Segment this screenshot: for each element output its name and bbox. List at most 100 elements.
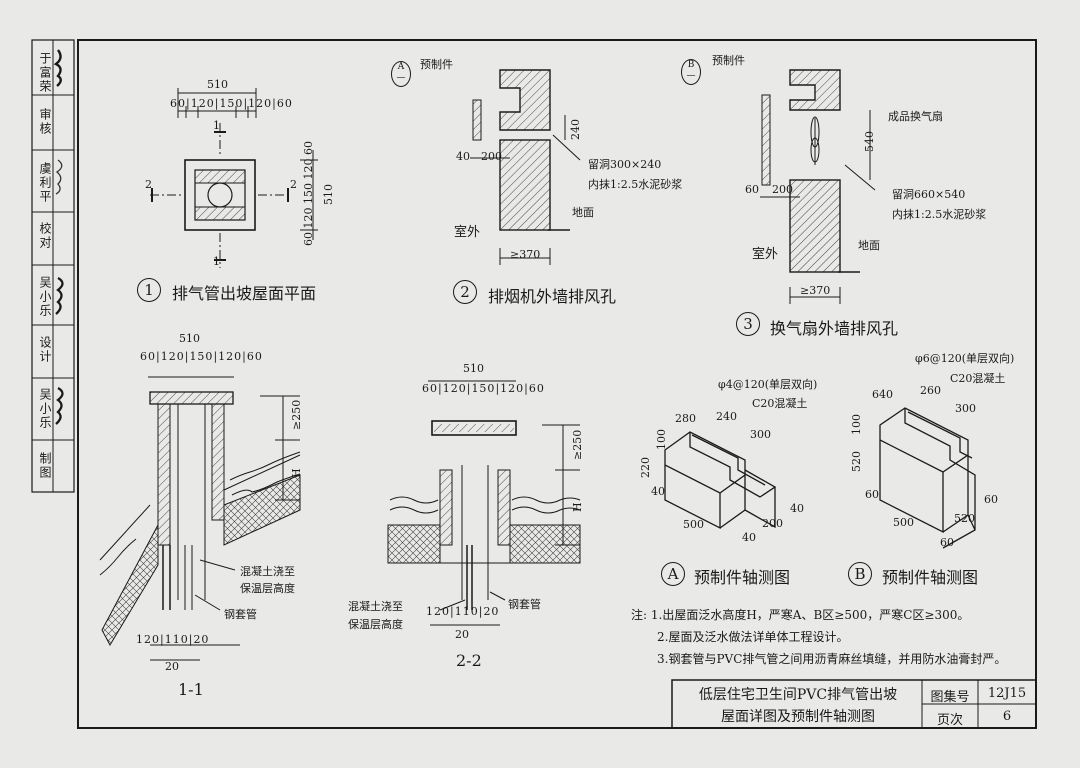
s11-dims: 60|120|150|120|60: [140, 350, 263, 363]
axoB-dim-60b: 60: [984, 493, 998, 506]
frame-border: [77, 39, 1037, 729]
axoB-title: 预制件轴测图: [882, 568, 979, 587]
axoA-dim-500: 500: [683, 518, 704, 531]
s11-bottom-20: 20: [165, 660, 179, 673]
d3-prefab: 预制件: [712, 54, 745, 67]
d2-prefab: 预制件: [420, 58, 453, 71]
sidebar-label-check: 校对: [38, 222, 52, 250]
d1-title: 排气管出坡屋面平面: [172, 284, 317, 303]
d3-plaster: 内抹1:2.5水泥砂浆: [892, 208, 987, 221]
d2-ground: 地面: [572, 206, 594, 219]
s22-bottom-dims: 120|110|20: [426, 605, 500, 618]
d2-title: 排烟机外墙排风孔: [488, 287, 617, 306]
axoB-dim-640: 640: [872, 388, 893, 401]
d2-plaster: 内抹1:2.5水泥砂浆: [588, 178, 683, 191]
title-line-2: 屋面详图及预制件轴测图: [721, 709, 875, 725]
s11-steel: 钢套管: [224, 608, 257, 621]
d3-title: 换气扇外墙排风孔: [770, 319, 899, 338]
atlas-label: 图集号: [930, 690, 970, 705]
d2-wall: ≥370: [510, 248, 541, 261]
axoA-dim-40a: 40: [651, 485, 665, 498]
d1-dim-total-vertical: 510: [322, 184, 335, 205]
axoA-title: 预制件轴测图: [694, 568, 791, 587]
sidebar-name-4: 吴小乐: [38, 388, 52, 430]
d3-dim-60: 60: [745, 183, 759, 196]
axoA-dim-40b: 40: [790, 502, 804, 515]
d3-outside: 室外: [752, 247, 779, 262]
d2-outside: 室外: [454, 225, 481, 240]
notes-block: 注: 1.出屋面泛水高度H，严寒A、B区≥500，严寒C区≥300。 2.屋面及…: [631, 604, 1006, 670]
s11-dim-total: 510: [179, 332, 200, 345]
s22-dim-total: 510: [463, 362, 484, 375]
d3-dim-540: 540: [863, 131, 876, 152]
s11-bottom-dims: 120|110|20: [136, 633, 210, 646]
sidebar-label-design: 设计: [38, 336, 52, 364]
s11-insul: 保温层高度: [240, 582, 295, 595]
axoB-concrete: C20混凝土: [950, 372, 1006, 385]
axonometric-A: [664, 431, 777, 530]
axoB-dim-100: 100: [850, 414, 863, 435]
section-2-2: [387, 380, 581, 626]
axoB-dim-60a: 60: [865, 488, 879, 501]
s11-concrete: 混凝土浇至: [240, 565, 295, 578]
page-label: 页次: [936, 713, 963, 728]
d2-dim-40: 40: [456, 150, 470, 163]
s22-h250: ≥250: [571, 429, 584, 460]
sidebar-name-3: 吴小乐: [38, 276, 52, 318]
d1-dims-vertical: 60 120 150 120 60: [302, 141, 315, 246]
d1-dims: 60|120|150|120|60: [170, 97, 293, 110]
axoA-dim-100: 100: [655, 429, 668, 450]
axoB-dim-60c: 60: [940, 536, 954, 549]
note-2: 2.屋面及泛水做法详单体工程设计。: [657, 630, 849, 644]
sidebar-name-2: 虞利平: [38, 162, 52, 204]
axoA-concrete: C20混凝土: [752, 397, 808, 410]
sidebar-name-1: 于富荣: [38, 52, 52, 94]
s11-h250: ≥250: [290, 399, 303, 430]
fan-icon: [810, 116, 820, 165]
d3-ground: 地面: [858, 239, 880, 252]
d1-dim-total: 510: [207, 78, 228, 91]
d2-ref: A—: [391, 61, 411, 87]
d2-number: 2: [453, 280, 477, 304]
d1-mark-left: 2: [145, 178, 152, 191]
d2-dim-240: 240: [569, 119, 582, 140]
d2-dim-200: 200: [481, 150, 502, 163]
title-line-1: 低层住宅卫生间PVC排气管出坡: [698, 687, 898, 703]
axonometric-B: [879, 407, 976, 549]
axoA-number: A: [661, 562, 685, 586]
atlas-number: 12J15: [987, 686, 1027, 701]
s22-title: 2-2: [456, 651, 482, 670]
axoB-dim-300: 300: [955, 402, 976, 415]
s22-h: H: [571, 502, 584, 512]
d2-hole: 留洞300×240: [588, 158, 662, 171]
axoA-dim-300: 300: [750, 428, 771, 441]
d1-mark-right: 2: [290, 178, 297, 191]
axoB-dim-500: 500: [893, 516, 914, 529]
d3-fan: 成品换气扇: [888, 110, 943, 123]
axoA-rebar: φ4@120(单层双向): [718, 378, 818, 391]
sidebar-label-review: 审核: [38, 108, 52, 136]
axoA-dim-220: 220: [639, 457, 652, 478]
d3-ref: B—: [681, 59, 701, 85]
s22-concrete: 混凝土浇至: [348, 600, 403, 613]
d1-mark-bottom: 1: [213, 255, 220, 268]
page-number: 6: [1002, 709, 1012, 724]
axoA-dim-200: 200: [762, 517, 783, 530]
d3-hole: 留洞660×540: [892, 188, 966, 201]
d1-number: 1: [137, 278, 161, 302]
s22-bottom-20: 20: [455, 628, 469, 641]
detail1-plan: [150, 88, 318, 268]
s22-steel: 钢套管: [508, 598, 541, 611]
axoB-number: B: [848, 562, 872, 586]
d1-mark-top: 1: [213, 119, 220, 132]
section-1-1: [99, 376, 301, 661]
s11-title: 1-1: [178, 680, 204, 699]
title-block: [671, 679, 1037, 729]
axoA-dim-280: 280: [675, 412, 696, 425]
d3-wall: ≥370: [800, 284, 831, 297]
axoB-rebar: φ6@120(单层双向): [915, 352, 1015, 365]
axoA-dim-240: 240: [716, 410, 737, 423]
detail3-wall: [760, 69, 876, 304]
axoA-dim-40c: 40: [742, 531, 756, 544]
